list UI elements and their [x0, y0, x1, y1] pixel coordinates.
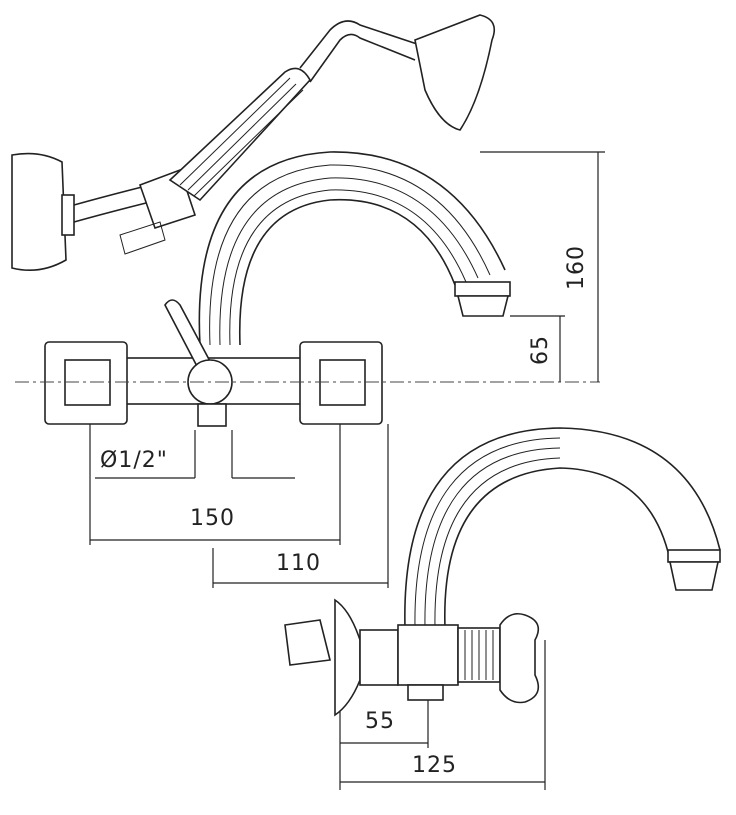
- dim-label-160: 160: [564, 245, 589, 290]
- hand-shower: [11, 14, 496, 271]
- dim-label-110: 110: [276, 551, 321, 576]
- dim-label-55: 55: [365, 709, 395, 734]
- side-view: [284, 427, 721, 717]
- spout-front: [198, 151, 511, 346]
- dim-label-125: 125: [412, 753, 457, 778]
- dim-label-thread: Ø1/2": [100, 448, 168, 473]
- dim-label-65: 65: [528, 335, 553, 365]
- dimension-lines: [89, 151, 605, 790]
- dim-label-150: 150: [190, 506, 235, 531]
- mixer-body-front: [44, 299, 383, 427]
